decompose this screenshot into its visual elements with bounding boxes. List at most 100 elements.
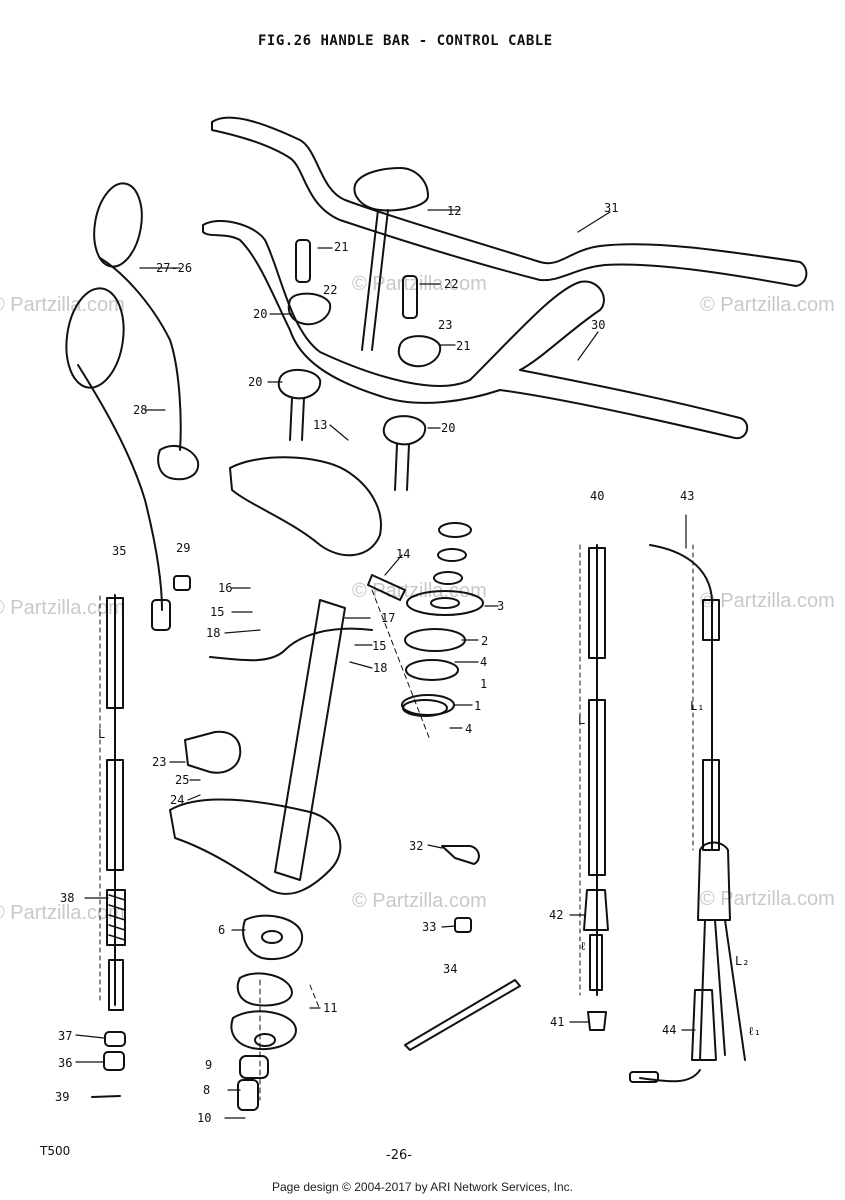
knob-9 [239, 1055, 269, 1079]
callout-1b: 1 [474, 699, 482, 713]
race-3 [406, 590, 484, 616]
mirror-27 [93, 182, 143, 268]
callout-37: 37 [58, 1029, 73, 1043]
callout-6: 6 [218, 923, 226, 937]
callout-30: 30 [591, 318, 606, 332]
cap-41 [587, 1011, 607, 1031]
dim-l: ℓ [580, 939, 586, 953]
dim-L1: L₁ [690, 699, 705, 713]
callout-13: 13 [313, 418, 328, 432]
callout-19a: 20 [253, 307, 268, 321]
watermark: © Partzilla.com [0, 597, 125, 619]
bolt-14 [367, 574, 406, 601]
watermark: © Partzilla.com [700, 294, 835, 316]
figure-title: FIG.26 HANDLE BAR - CONTROL CABLE [258, 33, 553, 49]
nut-36 [103, 1051, 125, 1071]
callout-15a: 15 [210, 605, 225, 619]
callout-21a: 21 [334, 240, 349, 254]
callout-20b: 20 [441, 421, 456, 435]
bearing-4 [405, 659, 459, 681]
dim-L-left: L [98, 727, 106, 741]
callout-32: 32 [409, 839, 424, 853]
callout-23: 23 [152, 755, 167, 769]
clip-33 [454, 917, 472, 933]
rod-8 [237, 1079, 259, 1111]
callout-44: 44 [662, 1023, 677, 1037]
callout-21b: 22 [444, 277, 459, 291]
clamp-19-left [287, 292, 332, 326]
callout-18a: 18 [206, 626, 221, 640]
dim-l1: ℓ₁ [748, 1024, 761, 1038]
dim-L-right: L [578, 713, 586, 727]
callout-24: 24 [170, 793, 185, 807]
watermark: © Partzilla.com [352, 890, 487, 912]
callout-34: 34 [443, 962, 458, 976]
callout-29: 29 [176, 541, 191, 555]
callout-22a: 22 [323, 283, 338, 297]
mirror-stem-28 [77, 364, 163, 611]
race-2 [404, 628, 466, 652]
callout-17: 17 [381, 611, 396, 625]
mirror-28 [65, 287, 125, 389]
callout-35: 35 [112, 544, 127, 558]
steering-stem [274, 599, 346, 881]
callout-19b: 21 [456, 339, 471, 353]
callout-10: 10 [197, 1111, 212, 1125]
watermark: © Partzilla.com [0, 294, 125, 316]
callout-40: 40 [590, 489, 605, 503]
callout-9: 9 [205, 1058, 213, 1072]
lock-23 [184, 730, 242, 774]
pin-39 [91, 1095, 121, 1098]
page-number: -26- [386, 1148, 412, 1163]
handle-bar-30 [202, 220, 749, 440]
callout-11: 11 [323, 1001, 338, 1015]
callout-43: 43 [680, 489, 695, 503]
callout-16: 16 [218, 581, 233, 595]
callout-27-26: 27-26 [156, 261, 193, 275]
damper-plate [230, 1010, 297, 1050]
handle-bar-31 [211, 116, 808, 287]
callout-42: 42 [549, 908, 564, 922]
copyright-footer: Page design © 2004-2017 by ARI Network S… [271, 1180, 573, 1194]
clamp-19-right [397, 335, 442, 368]
sleeve-42 [583, 889, 609, 931]
callout-36: 36 [58, 1056, 73, 1070]
mirror-stem-27 [99, 257, 182, 451]
wire-harness [209, 627, 373, 662]
callout-4a: 4 [480, 655, 488, 669]
tube-34 [404, 979, 521, 1051]
cap-29 [173, 575, 191, 591]
callout-12: 12 [447, 204, 462, 218]
dim-L2: L₂ [735, 954, 750, 968]
callout-22b: 23 [438, 318, 453, 332]
callout-18b: 18 [373, 661, 388, 675]
callout-38: 38 [60, 891, 75, 905]
upper-bracket [229, 456, 382, 557]
callout-14: 14 [396, 547, 411, 561]
clip-32 [441, 845, 480, 865]
callout-39: 39 [55, 1090, 70, 1104]
watermark: © Partzilla.com [700, 888, 835, 910]
watermark: © Partzilla.com [352, 273, 487, 295]
callout-15b: 15 [372, 639, 387, 653]
model-code: T500 [40, 1144, 71, 1158]
sleeve-44 [691, 989, 717, 1061]
lower-bracket [169, 798, 342, 895]
holder-20-right [382, 415, 427, 446]
callout-2: 2 [481, 634, 489, 648]
watermark: © Partzilla.com [352, 580, 487, 602]
spring-plate [236, 972, 293, 1007]
callout-33: 33 [422, 920, 437, 934]
callout-4b: 4 [465, 722, 473, 736]
watermark: © Partzilla.com [0, 902, 125, 924]
callout-31: 31 [604, 201, 619, 215]
cable-43 [649, 544, 713, 851]
bolt-21-right [402, 275, 418, 319]
plate-6 [242, 914, 304, 960]
callout-20a: 20 [248, 375, 263, 389]
watermark: © Partzilla.com [700, 590, 835, 612]
washer-1b [402, 699, 448, 717]
holder-20-left [277, 369, 322, 400]
callout-3: 3 [497, 599, 505, 613]
